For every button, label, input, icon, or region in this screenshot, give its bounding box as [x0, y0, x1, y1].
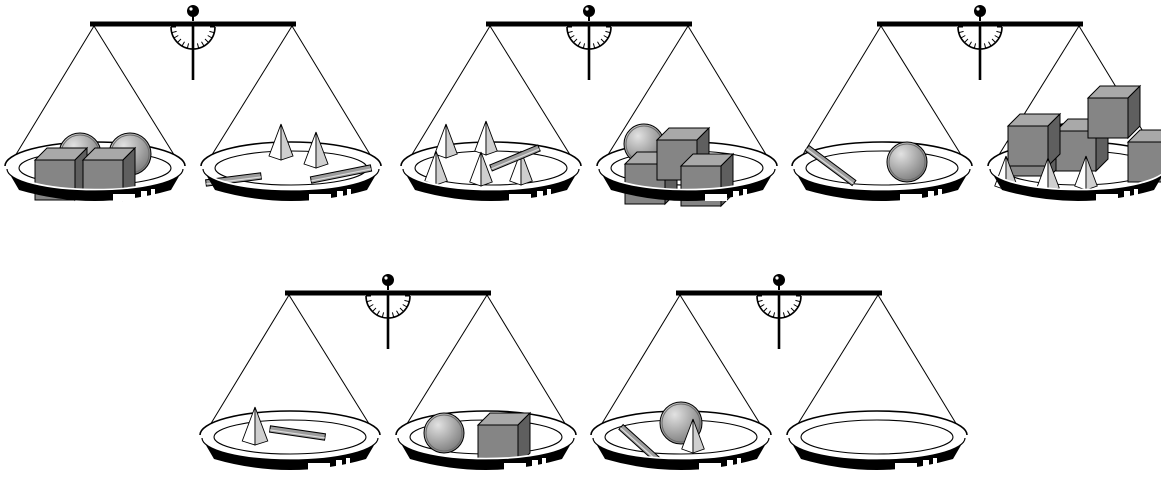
left-pan	[200, 407, 380, 470]
pivot-knob-icon	[187, 5, 199, 17]
right-pan	[597, 124, 777, 206]
right-pan	[787, 411, 967, 470]
right-pan	[988, 86, 1161, 201]
cube-icon	[1008, 114, 1060, 166]
right-pan	[201, 124, 381, 201]
sphere-icon	[887, 142, 927, 182]
pyramid-icon	[435, 124, 458, 158]
cube-icon	[1088, 86, 1140, 138]
left-pan	[591, 402, 771, 470]
right-pan	[396, 411, 576, 470]
scale-2	[401, 5, 777, 206]
pivot-knob-icon	[583, 5, 595, 17]
scale-1	[5, 5, 381, 201]
sphere-icon	[424, 413, 464, 453]
left-pan	[792, 142, 972, 201]
left-pan	[401, 121, 581, 201]
scale-4	[200, 274, 576, 470]
pyramid-icon	[475, 121, 498, 155]
pivot-knob-icon	[974, 5, 986, 17]
pivot-knob-icon	[773, 274, 785, 286]
scale-3	[792, 5, 1161, 201]
pivot-knob-icon	[382, 274, 394, 286]
left-pan	[5, 133, 185, 201]
cube-icon	[1128, 130, 1161, 182]
scale-5	[591, 274, 967, 470]
